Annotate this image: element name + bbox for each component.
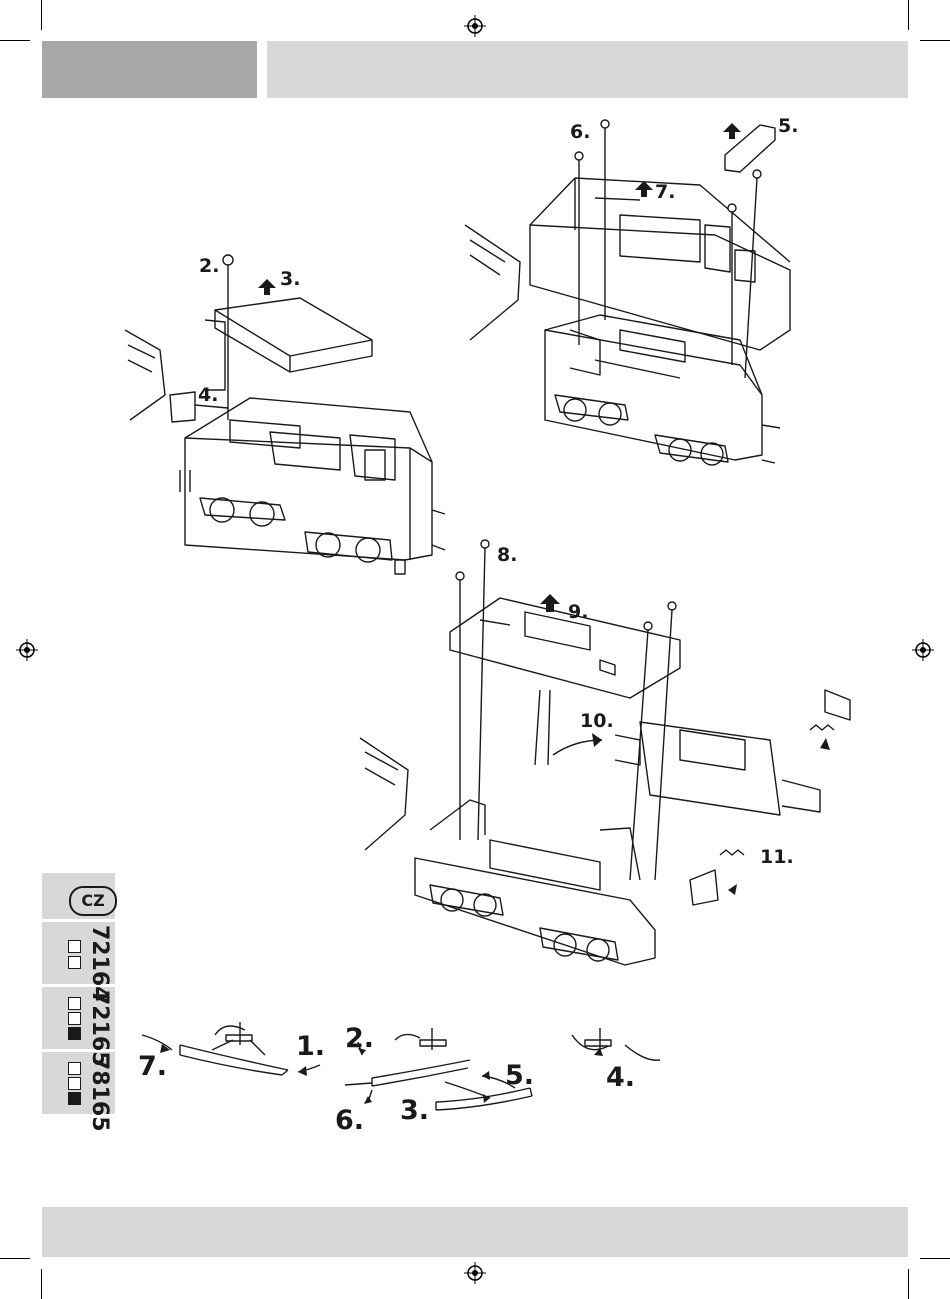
article-number-3: 78165 bbox=[87, 1055, 112, 1132]
tender-illustration-left bbox=[125, 255, 445, 574]
digital-icon bbox=[68, 956, 81, 969]
step-label-2: 2. bbox=[199, 257, 219, 276]
step-label-9: 9. bbox=[568, 603, 588, 622]
decoder-chip-icon bbox=[68, 1027, 81, 1040]
seq-label-5: 5. bbox=[505, 1062, 534, 1089]
step-label-8: 8. bbox=[497, 546, 517, 565]
seq-label-1: 1. bbox=[296, 1033, 325, 1060]
step-label-3: 3. bbox=[280, 270, 300, 289]
step-label-10: 10. bbox=[580, 712, 614, 731]
seq-label-6: 6. bbox=[335, 1107, 364, 1134]
step-label-4: 4. bbox=[198, 386, 218, 405]
tender-illustration-top-right bbox=[465, 120, 790, 465]
seq-label-4: 4. bbox=[606, 1064, 635, 1091]
seq-label-2: 2. bbox=[345, 1025, 374, 1052]
seq-label-7: 7. bbox=[138, 1053, 167, 1080]
step-label-6: 6. bbox=[570, 123, 590, 142]
decoder-chip-icon bbox=[68, 1092, 81, 1105]
step-label-7: 7. bbox=[655, 183, 675, 202]
sound-icon bbox=[68, 1077, 81, 1090]
seq-label-3: 3. bbox=[400, 1097, 429, 1124]
sound-icon bbox=[68, 1012, 81, 1025]
track-system-icon bbox=[68, 997, 81, 1010]
step-label-5: 5. bbox=[778, 117, 798, 136]
ac-track-icon bbox=[68, 1062, 81, 1075]
step-label-11: 11. bbox=[760, 848, 794, 867]
language-badge: CZ bbox=[69, 886, 117, 916]
track-system-icon bbox=[68, 940, 81, 953]
chassis-motor-illustration bbox=[360, 540, 850, 965]
